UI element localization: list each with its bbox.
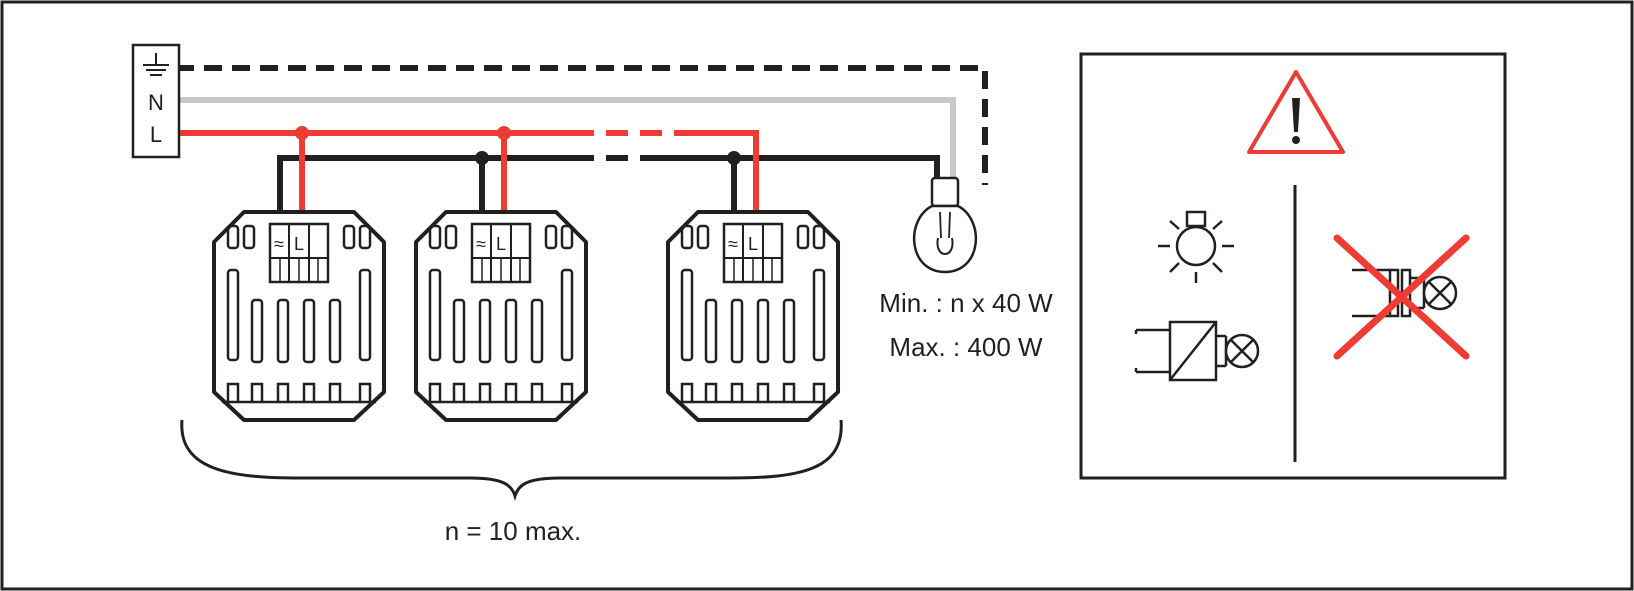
wiring xyxy=(176,65,988,212)
forbidden-cross-icon xyxy=(1333,234,1470,360)
load-max-text: Max. : 400 W xyxy=(889,332,1043,362)
earth-wire xyxy=(176,65,988,185)
warning-panel xyxy=(1079,52,1507,480)
group-brace xyxy=(180,419,843,502)
dimmer-module: ≈ L xyxy=(414,210,588,422)
dimmer-terminal-symbol: ≈ xyxy=(274,234,284,254)
terminal-l-label: L xyxy=(150,122,162,147)
dimmer-terminal-symbol: ≈ xyxy=(476,234,486,254)
load-min-text: Min. : n x 40 W xyxy=(879,288,1053,318)
terminal-block: N L xyxy=(131,43,181,159)
dimmer-module: ≈ L xyxy=(212,210,386,422)
junction-dot xyxy=(497,126,511,140)
electronic-transformer-lamp-icon xyxy=(1134,320,1260,382)
earth-ground-icon xyxy=(143,53,169,76)
switched-wire xyxy=(277,155,572,212)
dimmer-terminal-label: L xyxy=(496,234,506,254)
junction-dot xyxy=(475,151,489,165)
dimmer-module: ≈ L xyxy=(666,210,840,422)
terminal-n-label: N xyxy=(148,90,164,115)
dimmer-terminal-label: L xyxy=(748,234,758,254)
dimmer-terminal-symbol: ≈ xyxy=(728,234,738,254)
light-bulb-icon xyxy=(912,176,978,274)
warning-triangle-icon xyxy=(1247,70,1345,154)
dimmer-terminal-label: L xyxy=(294,234,304,254)
count-label: n = 10 max. xyxy=(445,516,582,546)
lamp-icon xyxy=(1158,210,1234,283)
junction-dot xyxy=(727,151,741,165)
line-wire-end xyxy=(690,130,759,212)
neutral-wire xyxy=(176,97,956,182)
junction-dot xyxy=(295,126,309,140)
